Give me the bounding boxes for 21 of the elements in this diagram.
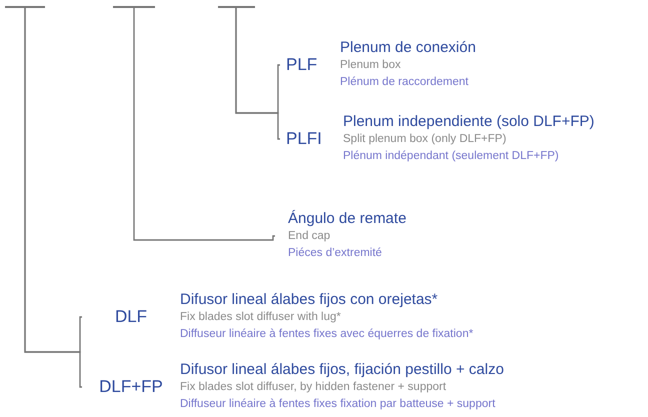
french-name: Plénum indépendant (seulement DLF+FP) — [343, 149, 560, 164]
bracket-line — [235, 8, 280, 140]
spanish-name: Plenum independiente (solo DLF+FP) — [343, 113, 594, 131]
french-name: Plénum de raccordement — [340, 75, 470, 90]
bracket-line — [133, 8, 276, 241]
spanish-name: Plenum de conexión — [340, 39, 476, 57]
english-name: End cap — [288, 229, 332, 244]
french-name: Diffuseur linéaire à fentes fixes fixation par batteuse + support — [180, 397, 496, 412]
english-name: Plenum box — [340, 58, 402, 73]
english-name: Fix blades slot diffuser, by hidden fastener + support — [180, 380, 448, 395]
product-code: PLFI — [286, 129, 323, 149]
product-code: PLF — [286, 55, 318, 75]
french-name: Diffuseur linéaire à fentes fixes avec équerres de fixation* — [180, 327, 474, 342]
spanish-name: Ángulo de remate — [288, 210, 406, 228]
french-name: Piéces d’extremité — [288, 246, 383, 261]
spanish-name: Difusor lineal álabes fijos con orejetas* — [180, 291, 439, 309]
product-code: DLF+FP — [98, 377, 164, 397]
english-name: Split plenum box (only DLF+FP) — [343, 132, 508, 147]
spanish-name: Difusor lineal álabes fijos, fijación pestillo + calzo — [180, 361, 504, 379]
english-name: Fix blades slot diffuser with lug* — [180, 310, 342, 325]
product-code: DLF — [114, 307, 148, 327]
